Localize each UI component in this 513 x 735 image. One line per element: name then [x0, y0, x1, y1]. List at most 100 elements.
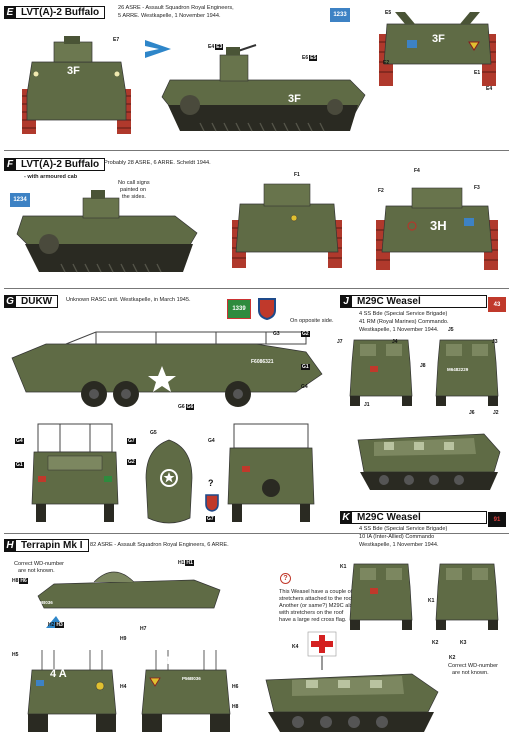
j-front-view — [349, 339, 413, 406]
g-callout-g3: G3 — [273, 331, 280, 337]
g-serial-number: F6086321 — [251, 359, 274, 365]
j-tactical-sign-text: 43 — [493, 301, 501, 308]
section-j-header: J M29C Weasel — [340, 294, 487, 308]
section-g-caption: Unknown RASC unit. Westkapelle, in March… — [66, 297, 191, 303]
f-callout-f3: F3 — [474, 185, 480, 191]
f-note-2: painted on — [120, 187, 147, 193]
j-callout-j5: J5 — [448, 327, 454, 333]
section-j-caption-3: Westkapelle, 1 November 1944. — [359, 327, 439, 333]
section-k-header: K M29C Weasel — [340, 510, 487, 524]
section-e-caption-1: 26 ASRE - Assault Squadron Royal Enginee… — [118, 5, 234, 11]
h-callout-rear-h7: H7 — [140, 626, 147, 632]
h-rear-view — [141, 650, 231, 732]
separator-g-h — [4, 533, 509, 534]
section-k-letter: K — [340, 510, 352, 524]
h-note-1: Correct WD-number — [14, 561, 65, 567]
k-note-2: stretchers attached to the roof. — [279, 596, 355, 602]
g-tactical-sign-text: 1339 — [232, 306, 246, 312]
f-note-3: the sides. — [122, 194, 146, 200]
section-j-caption-1: 4 SS Bde (Special Service Brigade) — [359, 311, 448, 317]
e-callout-rear-e5: E5 — [385, 10, 392, 16]
g-question-mark: ? — [208, 478, 214, 488]
h-rear-hull-code: 4 A — [164, 655, 181, 667]
g-note-opposite-side: On opposite side. — [290, 318, 334, 324]
section-k-title: M29C Weasel — [352, 510, 487, 524]
k-callout-k1-rear: K1 — [428, 598, 435, 604]
k-front-view — [349, 563, 413, 630]
f-callout-f2: F2 — [378, 188, 384, 194]
e-callout-e7: E7 — [113, 37, 120, 43]
k-callout-k1: K1 — [340, 564, 347, 570]
e-tactical-sign: 1233 — [330, 8, 350, 22]
f-callout-f4: F4 — [414, 168, 420, 174]
f-front-view — [232, 183, 342, 268]
f-rear-view — [376, 187, 498, 270]
f-side-view — [16, 190, 198, 273]
k-note-6: Correct WD-number — [448, 663, 499, 669]
e-front-view — [22, 36, 131, 134]
k-note-3: Another (or same?) M29C also — [279, 603, 356, 609]
section-f-letter: F — [4, 157, 16, 171]
h-rear-serial: P56B036 — [182, 676, 201, 681]
h-callout-front-h5: H5 — [12, 652, 19, 658]
section-j-letter: J — [340, 294, 352, 308]
section-h-header: H Terrapin Mk I — [4, 538, 89, 552]
section-f-title: LVT(A)-2 Buffalo — [16, 157, 106, 171]
j-tactical-sign: 43 — [488, 297, 506, 312]
h-callout-rear-h8: H8 — [232, 704, 239, 710]
e-callout-rear-e2: E2 — [383, 60, 390, 66]
h-callout-front-h9: H9 — [120, 636, 127, 642]
f-callout-f1: F1 — [294, 172, 300, 178]
section-e-title: LVT(A)-2 Buffalo — [16, 5, 106, 19]
g-callout-front-g7: G7 — [127, 438, 136, 444]
k-callout-k2-b: K2 — [449, 655, 456, 661]
g-rear-view — [227, 423, 315, 522]
k-rear-view — [435, 563, 499, 630]
h-callout-front-h4: H4 — [120, 684, 127, 690]
k-question-icon: ? — [280, 573, 291, 584]
g-side-view — [11, 331, 323, 407]
h-front-view — [27, 650, 117, 732]
section-g-title: DUKW — [16, 294, 59, 308]
section-e-header: E LVT(A)-2 Buffalo — [4, 5, 106, 19]
section-k-caption-3: Westkapelle, 1 November 1944. — [359, 542, 439, 548]
h-note-2: are not known. — [18, 568, 55, 574]
e-tactical-sign-text: 1233 — [333, 12, 347, 18]
g-callout-front-g1: G1 — [15, 462, 24, 468]
f-rear-hull-code: 3H — [430, 218, 447, 233]
section-g-header: G DUKW — [4, 294, 59, 308]
j-callout-j3: J3 — [492, 339, 498, 345]
section-h-title: Terrapin Mk I — [16, 538, 89, 552]
h-side-serial: P56B036 — [34, 600, 53, 605]
k-note-1: This Weasel have a couple of — [279, 589, 353, 595]
g-callout-g4: G4 — [301, 384, 308, 390]
section-e-letter: E — [4, 5, 16, 19]
h-front-hull-code: 4 A — [50, 668, 67, 680]
g-callout-shield-g7: G7 — [206, 516, 215, 522]
e-rear-view — [379, 12, 496, 86]
g-callout-g2: G2 — [301, 331, 310, 337]
g-top-view — [145, 439, 193, 524]
section-h-letter: H — [4, 538, 16, 552]
e-side-view — [161, 44, 366, 132]
j-callout-j4: J4 — [392, 339, 398, 345]
g-callout-front-g4: G4 — [15, 438, 24, 444]
section-h-caption: 82 ASRE - Assault Squadron Royal Enginee… — [90, 542, 229, 548]
h-side-view — [37, 571, 221, 628]
separator-e-f — [4, 150, 509, 151]
k-note-7: are not known. — [452, 670, 489, 676]
e-rear-hull-code: 3F — [432, 33, 445, 45]
section-k-caption-2: 10 IA (Inter-Allied) Commando — [359, 534, 435, 540]
e-callout-rear-ea: E4 — [486, 86, 493, 92]
k-note-4: with stretchers on the roof — [279, 610, 344, 616]
e-pennant — [145, 40, 171, 58]
k-side-view — [265, 631, 439, 732]
section-f-subtitle: - with armoured cab — [24, 174, 78, 180]
section-e-caption-2: 5 ARRE. Westkapelle, 1 November 1944. — [118, 13, 221, 19]
g-callout-g1: G1 — [301, 364, 310, 370]
